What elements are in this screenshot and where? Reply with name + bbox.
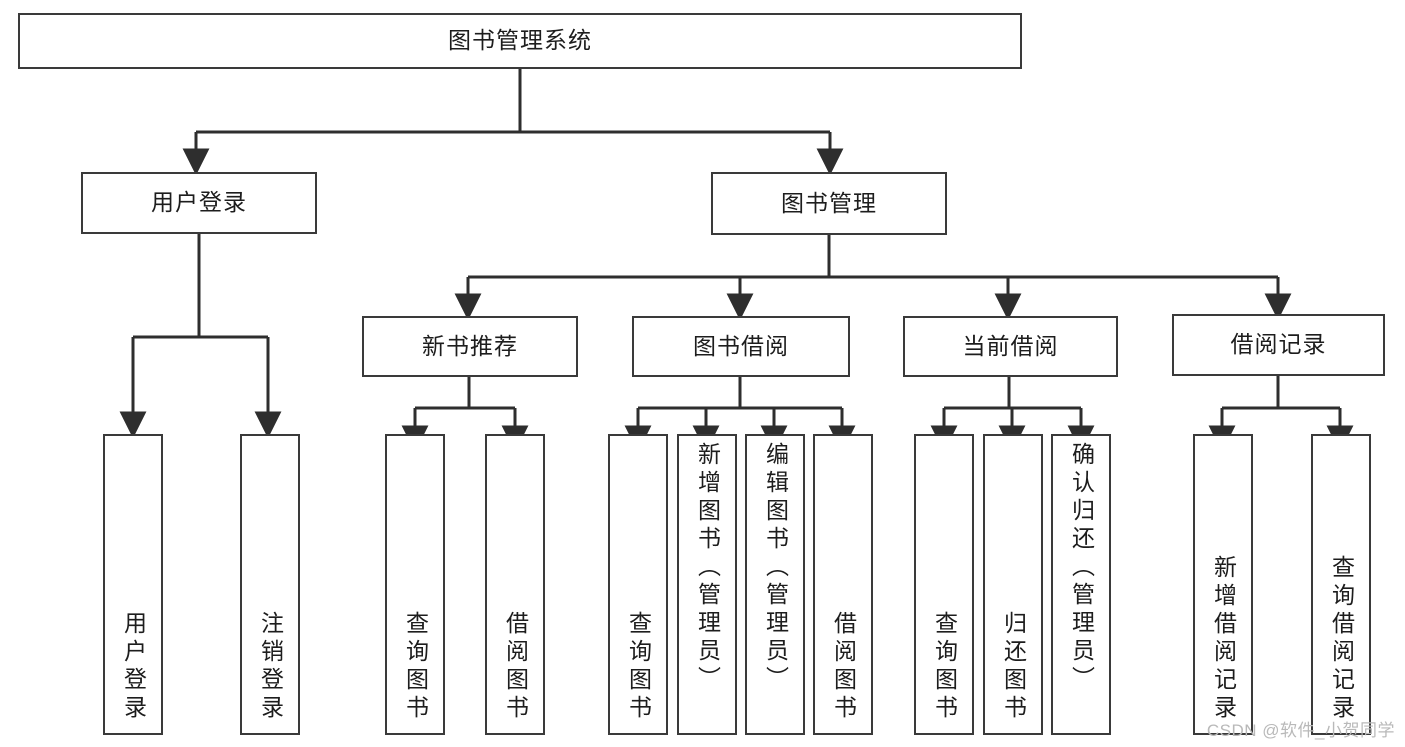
node-label: 查询图书 <box>931 611 958 723</box>
node-root-library-system[interactable]: 图书管理系统 <box>18 13 1022 69</box>
leaf-current-return-books[interactable]: 归还图书 <box>983 434 1043 735</box>
node-label: 查询借阅记录 <box>1328 555 1355 723</box>
node-current-borrow[interactable]: 当前借阅 <box>903 316 1118 377</box>
node-book-management[interactable]: 图书管理 <box>711 172 947 235</box>
node-label: 查询图书 <box>402 611 429 723</box>
leaf-user-login-logout[interactable]: 注销登录 <box>240 434 300 735</box>
node-label: 当前借阅 <box>962 332 1059 359</box>
node-label: 借阅记录 <box>1230 331 1327 358</box>
node-new-book-recommend[interactable]: 新书推荐 <box>362 316 578 377</box>
node-label: 注销登录 <box>257 611 284 723</box>
node-label: 新增图书（管理员） <box>694 442 721 694</box>
node-label: 用户登录 <box>120 611 147 723</box>
leaf-current-query-books[interactable]: 查询图书 <box>914 434 974 735</box>
leaf-user-login-login[interactable]: 用户登录 <box>103 434 163 735</box>
node-label: 新书推荐 <box>422 332 518 359</box>
node-label: 图书管理系统 <box>448 27 592 54</box>
leaf-records-query-record[interactable]: 查询借阅记录 <box>1311 434 1371 735</box>
leaf-records-add-record[interactable]: 新增借阅记录 <box>1193 434 1253 735</box>
leaf-new-book-borrow-books[interactable]: 借阅图书 <box>485 434 545 735</box>
node-label: 查询图书 <box>625 611 652 723</box>
node-label: 新增借阅记录 <box>1210 555 1237 723</box>
node-book-borrow[interactable]: 图书借阅 <box>632 316 850 377</box>
csdn-watermark: CSDN @软件_小贺同学 <box>1206 721 1395 740</box>
leaf-current-confirm-return-admin[interactable]: 确认归还（管理员） <box>1051 434 1111 735</box>
node-label: 借阅图书 <box>502 611 529 723</box>
leaf-new-book-query-books[interactable]: 查询图书 <box>385 434 445 735</box>
leaf-borrow-edit-book-admin[interactable]: 编辑图书（管理员） <box>745 434 805 735</box>
node-user-login[interactable]: 用户登录 <box>81 172 317 234</box>
leaf-borrow-query-books[interactable]: 查询图书 <box>608 434 668 735</box>
node-borrow-records[interactable]: 借阅记录 <box>1172 314 1385 376</box>
leaf-borrow-borrow-books[interactable]: 借阅图书 <box>813 434 873 735</box>
node-label: 借阅图书 <box>830 611 857 723</box>
node-label: 编辑图书（管理员） <box>762 442 789 694</box>
node-label: 图书借阅 <box>693 332 789 359</box>
leaf-borrow-add-book-admin[interactable]: 新增图书（管理员） <box>677 434 737 735</box>
node-label: 确认归还（管理员） <box>1068 442 1095 694</box>
node-label: 归还图书 <box>1000 611 1027 723</box>
node-label: 用户登录 <box>151 189 247 216</box>
node-label: 图书管理 <box>781 189 877 216</box>
